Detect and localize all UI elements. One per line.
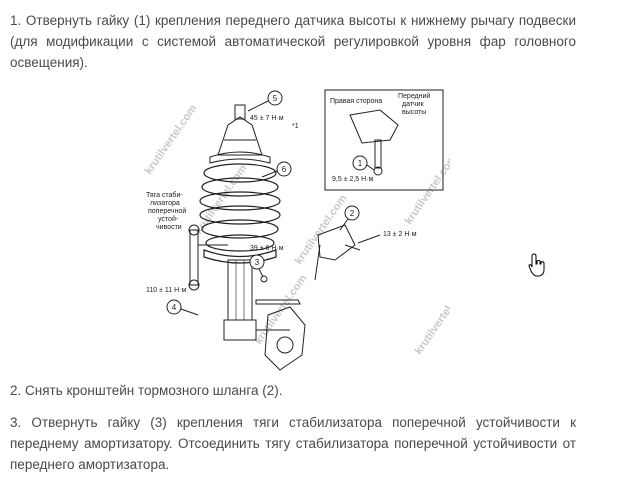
torque-label-1: 9,5 ± 2,5 Н·м bbox=[332, 176, 374, 183]
svg-text:поперечной: поперечной bbox=[148, 207, 186, 215]
svg-text:чивости: чивости bbox=[156, 224, 182, 231]
svg-text:лизатора: лизатора bbox=[150, 200, 180, 207]
svg-text:2: 2 bbox=[350, 209, 355, 218]
svg-text:1: 1 bbox=[358, 159, 363, 168]
torque-note-5: *1 bbox=[292, 123, 299, 130]
right-side-inset: Правая сторона Передний датчик высоты 9,… bbox=[324, 89, 444, 191]
watermark: krutilvertel.com bbox=[193, 163, 250, 237]
hand-pointer-icon bbox=[528, 253, 546, 277]
strut-top-mount bbox=[209, 104, 271, 164]
callout-4: 4 bbox=[166, 299, 199, 316]
shock-absorber bbox=[223, 259, 301, 341]
brake-hose-bracket bbox=[314, 224, 361, 281]
instruction-step-2: 2. Снять кронштейн тормозного шланга (2)… bbox=[10, 383, 283, 398]
svg-text:5: 5 bbox=[273, 94, 278, 103]
watermark: krutilvertel.com bbox=[253, 273, 310, 347]
stabilizer-link-label: Тяга стаби- лизатора поперечной устой- ч… bbox=[146, 191, 186, 231]
watermark: krutilvertel.com bbox=[413, 283, 450, 357]
watermark: krutilvertel.com bbox=[143, 103, 200, 177]
callout-5: 5 bbox=[247, 90, 283, 112]
svg-text:4: 4 bbox=[172, 303, 177, 312]
torque-label-3: 39 ± 6 Н·м bbox=[250, 245, 284, 252]
svg-text:устой-: устой- bbox=[158, 215, 179, 223]
torque-label-2: 13 ± 2 Н·м bbox=[383, 231, 417, 238]
callout-1: 1 bbox=[352, 155, 375, 171]
torque-label-5: 45 ± 7 Н·м bbox=[250, 115, 284, 122]
inset-sensor-label: высоты bbox=[402, 109, 426, 116]
callout-3: 3 bbox=[249, 254, 268, 283]
suspension-diagram: krutilvertel.com krutilvertel.com krutil… bbox=[140, 85, 450, 375]
callout-2: 2 bbox=[339, 205, 360, 231]
svg-text:6: 6 bbox=[282, 165, 287, 174]
steering-knuckle bbox=[264, 306, 306, 371]
coil-spring bbox=[199, 163, 281, 264]
instruction-step-1: 1. Отвернуть гайку (1) крепления передне… bbox=[10, 13, 576, 70]
instruction-step-3: 3. Отвернуть гайку (3) крепления тяги ст… bbox=[10, 415, 576, 472]
inset-title: Правая сторона bbox=[330, 98, 382, 105]
inset-sensor-label: Передний bbox=[398, 92, 430, 100]
inset-sensor-label: датчик bbox=[402, 101, 425, 108]
svg-text:3: 3 bbox=[255, 258, 260, 267]
callout-6: 6 bbox=[261, 161, 292, 178]
svg-text:Тяга стаби-: Тяга стаби- bbox=[146, 191, 183, 199]
stabilizer-link bbox=[188, 224, 228, 291]
torque-label-4: 110 ± 11 Н·м bbox=[146, 287, 186, 294]
